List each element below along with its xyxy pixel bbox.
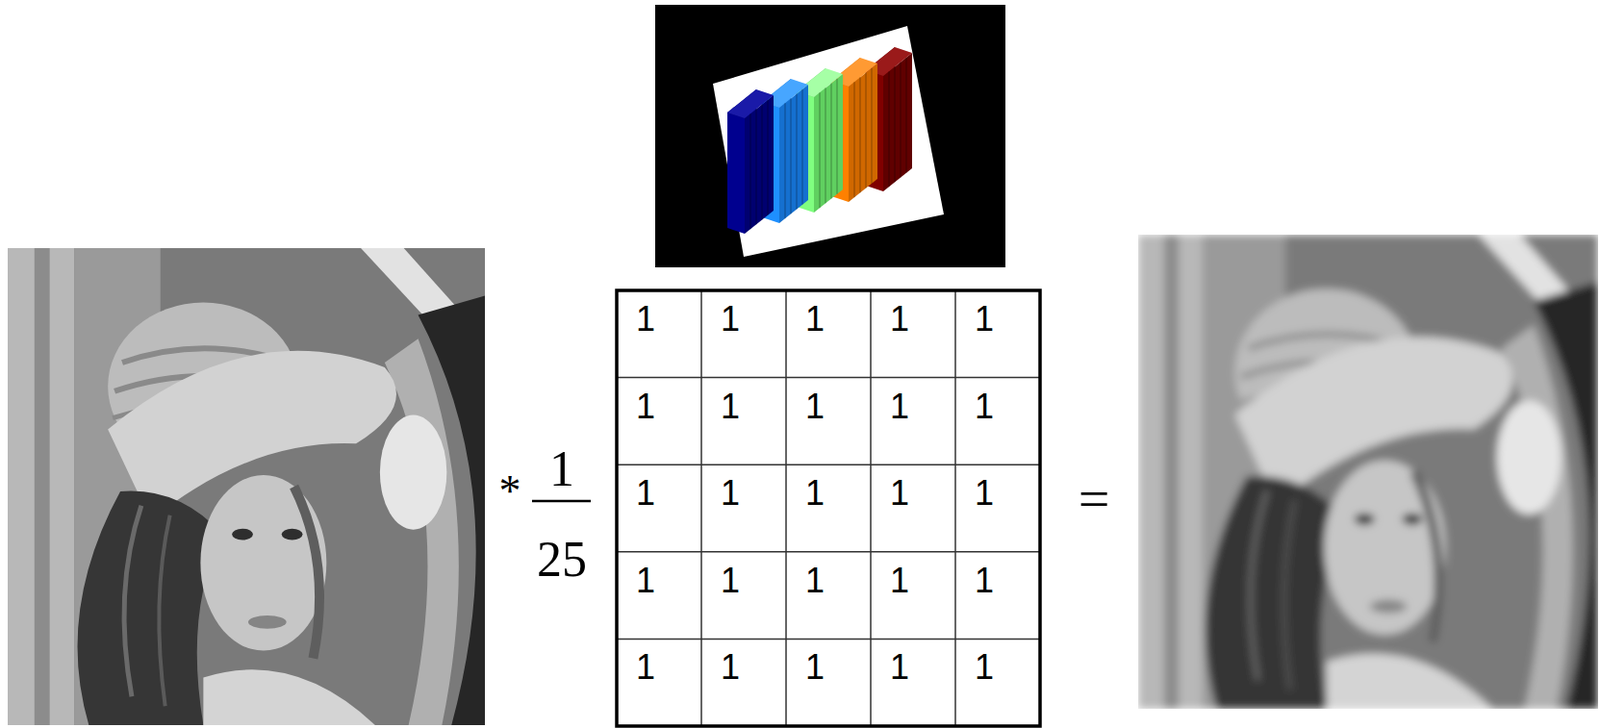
kernel-cell: 1 xyxy=(720,650,740,686)
kernel-cell: 1 xyxy=(974,389,994,425)
kernel-cell: 1 xyxy=(889,302,910,337)
fraction-bar xyxy=(532,500,591,504)
kernel-bar-plot xyxy=(655,4,1006,268)
fraction-denominator: 25 xyxy=(536,534,587,585)
input-image xyxy=(7,248,485,726)
kernel-cell: 1 xyxy=(974,302,994,337)
kernel-cell: 1 xyxy=(805,302,825,337)
kernel-cell: 1 xyxy=(805,476,825,511)
kernel-cell: 1 xyxy=(974,563,994,599)
kernel-grid xyxy=(616,290,1041,727)
kernel-cell: 1 xyxy=(889,476,910,511)
kernel-cell: 1 xyxy=(805,650,825,686)
kernel-cell: 1 xyxy=(635,389,656,425)
kernel-cell: 1 xyxy=(974,476,994,511)
kernel-cell: 1 xyxy=(805,563,825,599)
kernel-cell: 1 xyxy=(805,389,825,425)
kernel-cell: 1 xyxy=(720,389,740,425)
kernel-cell: 1 xyxy=(720,302,740,337)
kernel-cell: 1 xyxy=(635,563,656,599)
kernel-cell: 1 xyxy=(635,302,656,337)
fraction-numerator: 1 xyxy=(549,444,575,495)
kernel-cell: 1 xyxy=(889,389,910,425)
kernel-cell: 1 xyxy=(974,650,994,686)
convolution-operator: * xyxy=(499,469,522,514)
output-image xyxy=(1138,234,1599,710)
kernel-cell: 1 xyxy=(720,476,740,511)
kernel-cell: 1 xyxy=(635,650,656,686)
kernel-cell: 1 xyxy=(889,563,910,599)
kernel-cell: 1 xyxy=(720,563,740,599)
equals-sign: = xyxy=(1078,471,1111,528)
kernel-cell: 1 xyxy=(635,476,656,511)
kernel-cell: 1 xyxy=(889,650,910,686)
